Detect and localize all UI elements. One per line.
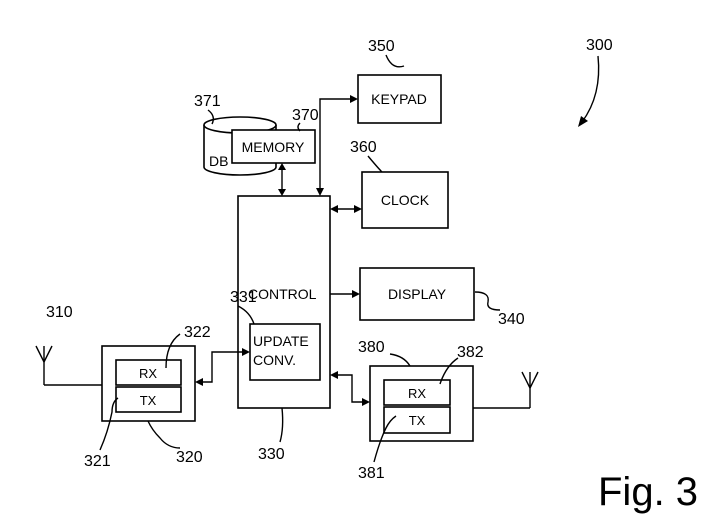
left-tx-block bbox=[115, 386, 182, 413]
device-ref-arrowhead bbox=[578, 116, 588, 127]
clock-block bbox=[361, 171, 449, 229]
clock-ref-label: 360 bbox=[350, 139, 377, 156]
right-rx-block bbox=[383, 379, 451, 406]
db-ref-label: 371 bbox=[194, 93, 221, 110]
keypad-ref-leader bbox=[385, 54, 405, 68]
update-conv-ref-label: 331 bbox=[230, 289, 257, 306]
memory-label: MEMORY bbox=[242, 139, 305, 155]
left-rx-block bbox=[115, 359, 182, 386]
right-tx-ref-leader bbox=[373, 415, 397, 463]
left-rx-ref-label: 322 bbox=[184, 324, 211, 341]
control-ref-leader bbox=[279, 407, 284, 443]
right-tx-ref-label: 381 bbox=[358, 465, 385, 482]
db-label: DB bbox=[209, 153, 228, 169]
left-tx-label: TX bbox=[140, 393, 157, 408]
right-tx-block bbox=[383, 406, 451, 434]
left-tx-ref-label: 321 bbox=[84, 453, 111, 470]
memory-control-connector bbox=[278, 163, 286, 196]
right-tx-label: TX bbox=[409, 413, 426, 428]
memory-ref-label: 370 bbox=[292, 107, 319, 124]
keypad-ref-label: 350 bbox=[368, 38, 395, 55]
left-transceiver-ref-label: 320 bbox=[176, 449, 203, 466]
right-rx-label: RX bbox=[408, 386, 426, 401]
right-rx-ref-label: 382 bbox=[457, 344, 484, 361]
db-ref-leader bbox=[207, 109, 215, 125]
update-conv-label-line2: CONV. bbox=[253, 352, 296, 368]
control-right-transceiver-connector bbox=[330, 371, 370, 406]
control-keypad-connector bbox=[316, 95, 358, 196]
update-conv-label-line1: UPDATE bbox=[253, 333, 309, 349]
device-ref-arrow bbox=[581, 55, 600, 123]
control-label: CONTROL bbox=[248, 286, 317, 302]
left-transceiver-control-connector bbox=[195, 348, 250, 386]
update-conv-block bbox=[249, 323, 321, 381]
display-ref-leader bbox=[474, 291, 501, 311]
display-label: DISPLAY bbox=[388, 286, 447, 302]
update-conv-ref-leader bbox=[237, 305, 255, 325]
display-ref-label: 340 bbox=[498, 311, 525, 328]
clock-label: CLOCK bbox=[381, 192, 430, 208]
left-rx-label: RX bbox=[139, 366, 157, 381]
left-antenna-ref-label: 310 bbox=[46, 304, 73, 321]
left-rx-ref-leader bbox=[165, 333, 181, 369]
left-transceiver-ref-leader bbox=[147, 420, 181, 449]
memory-block bbox=[231, 129, 316, 164]
control-clock-connector bbox=[330, 205, 362, 213]
left-antenna-icon bbox=[35, 345, 102, 386]
memory-ref-leader bbox=[297, 122, 301, 132]
right-antenna-icon bbox=[473, 371, 539, 409]
keypad-block bbox=[357, 74, 442, 124]
left-tx-ref-leader bbox=[99, 397, 119, 451]
clock-ref-leader bbox=[367, 155, 383, 173]
keypad-label: KEYPAD bbox=[371, 91, 427, 107]
right-rx-ref-leader bbox=[439, 357, 459, 385]
control-ref-label: 330 bbox=[258, 446, 285, 463]
right-transceiver-ref-label: 380 bbox=[358, 339, 385, 356]
device-ref-label: 300 bbox=[586, 37, 613, 54]
control-display-connector bbox=[330, 290, 360, 298]
right-transceiver-ref-leader bbox=[389, 353, 411, 367]
display-block bbox=[359, 267, 475, 321]
figure-caption: Fig. 3 bbox=[598, 470, 698, 514]
